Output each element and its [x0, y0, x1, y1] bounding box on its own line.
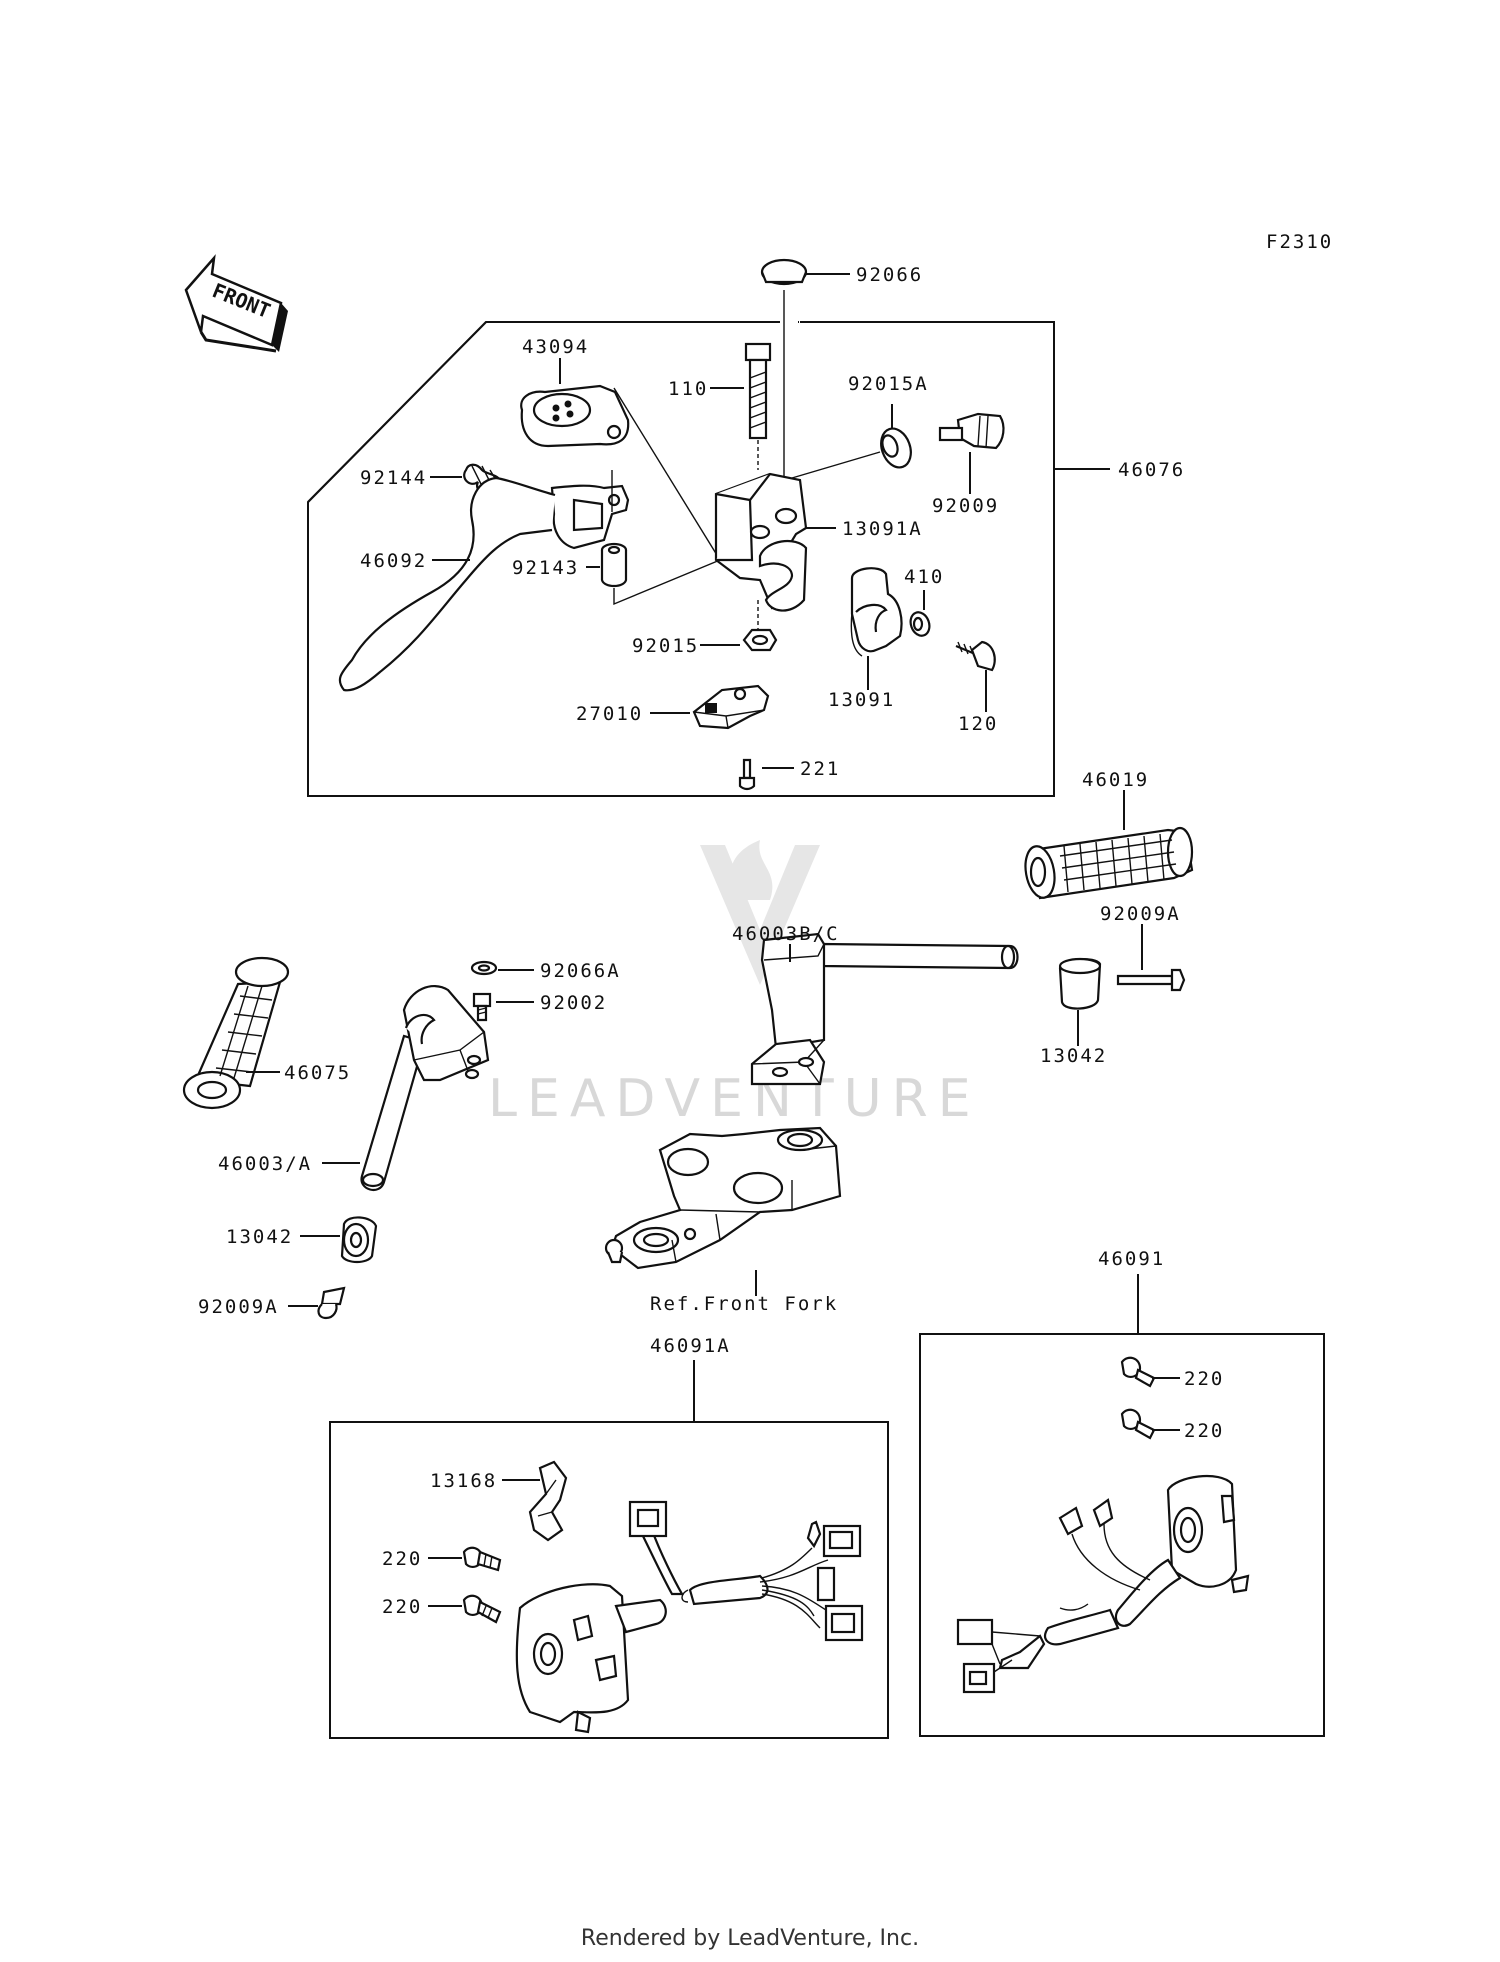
callout-92009: 92009: [932, 495, 999, 517]
part-13042-left-weight: [340, 1216, 378, 1264]
left-switch-box: [329, 1421, 889, 1739]
part-46075-grip: [182, 956, 290, 1110]
callout-92009A-left: 92009A: [198, 1296, 279, 1318]
label-ref-front-fork: Ref.Front Fork: [650, 1293, 838, 1315]
callout-92143: 92143: [512, 557, 579, 579]
callout-220-right-2: 220: [1184, 1420, 1224, 1442]
callout-46092: 46092: [360, 550, 427, 572]
part-410-washer: [909, 611, 931, 637]
part-92066A-washer: [470, 960, 498, 976]
part-27010-switch: [692, 684, 770, 730]
part-46019-grip: [1024, 826, 1194, 900]
callout-13168: 13168: [430, 1470, 497, 1492]
callout-220-right-1: 220: [1184, 1368, 1224, 1390]
callout-92009A-right: 92009A: [1100, 903, 1181, 925]
callout-92066: 92066: [856, 264, 923, 286]
callout-46075: 46075: [284, 1062, 351, 1084]
callout-92066A: 92066A: [540, 960, 621, 982]
part-92002-bolt: [472, 992, 492, 1022]
callout-92015: 92015: [632, 635, 699, 657]
figure-code: F2310: [1266, 231, 1333, 253]
callout-46019: 46019: [1082, 769, 1149, 791]
callout-46003A: 46003/A: [218, 1153, 312, 1175]
part-13042-right-weight: [1058, 957, 1102, 1010]
part-43094-adjuster: [520, 384, 721, 561]
part-92015-nut: [742, 600, 778, 652]
part-46092-lever: [338, 470, 630, 692]
part-110-bolt: [744, 342, 772, 470]
callout-92144: 92144: [360, 467, 427, 489]
callout-46091A: 46091A: [650, 1335, 731, 1357]
part-13091-clamp: [850, 567, 903, 657]
part-46003A-handlebar: [360, 984, 490, 1192]
part-92066-cap: [760, 258, 808, 480]
part-13168-clip: [528, 1460, 568, 1542]
callout-46076: 46076: [1118, 459, 1185, 481]
callout-92002: 92002: [540, 992, 607, 1014]
part-120-screw: [955, 640, 996, 672]
callout-220-left-2: 220: [382, 1596, 422, 1618]
front-fork-clamp: [604, 1126, 842, 1270]
part-92009A-left-screw: [317, 1286, 346, 1320]
part-46091A-left-switch: [515, 1500, 864, 1734]
right-switch-box: [919, 1333, 1325, 1737]
part-46091-right-switch: [956, 1475, 1250, 1694]
part-92009A-right-screw: [1116, 968, 1186, 992]
callout-13042-left: 13042: [226, 1226, 293, 1248]
callout-92015A: 92015A: [848, 373, 929, 395]
watermark: LEADVENTURE: [488, 840, 981, 1129]
front-arrow-icon: FRONT: [184, 254, 288, 353]
callout-13091A: 13091A: [842, 518, 923, 540]
callout-27010: 27010: [576, 703, 643, 725]
callout-13042-right: 13042: [1040, 1045, 1107, 1067]
part-92143-collar: [600, 542, 721, 606]
callout-220-left-1: 220: [382, 1548, 422, 1570]
callout-110: 110: [668, 378, 708, 400]
callout-46091: 46091: [1098, 1248, 1165, 1270]
callout-43094: 43094: [522, 336, 589, 358]
part-220-left-screw-1: [462, 1546, 502, 1572]
part-220-left-screw-2: [462, 1594, 502, 1624]
part-46003BC-handlebar: [750, 932, 1019, 1086]
part-13091A-holder: [714, 472, 808, 612]
callout-13091: 13091: [828, 689, 895, 711]
part-220-right-screw-2: [1120, 1408, 1156, 1440]
callout-120: 120: [958, 713, 998, 735]
footer-credit: Rendered by LeadVenture, Inc.: [580, 1926, 920, 1951]
part-221-screw: [738, 758, 756, 791]
callout-46003BC: 46003B/C: [732, 923, 840, 945]
part-220-right-screw-1: [1120, 1356, 1156, 1388]
part-92015A-nut: [791, 427, 912, 479]
watermark-text: LEADVENTURE: [488, 1069, 981, 1129]
callout-221: 221: [800, 758, 840, 780]
callout-410: 410: [904, 566, 944, 588]
part-92009-screw: [938, 412, 1005, 450]
